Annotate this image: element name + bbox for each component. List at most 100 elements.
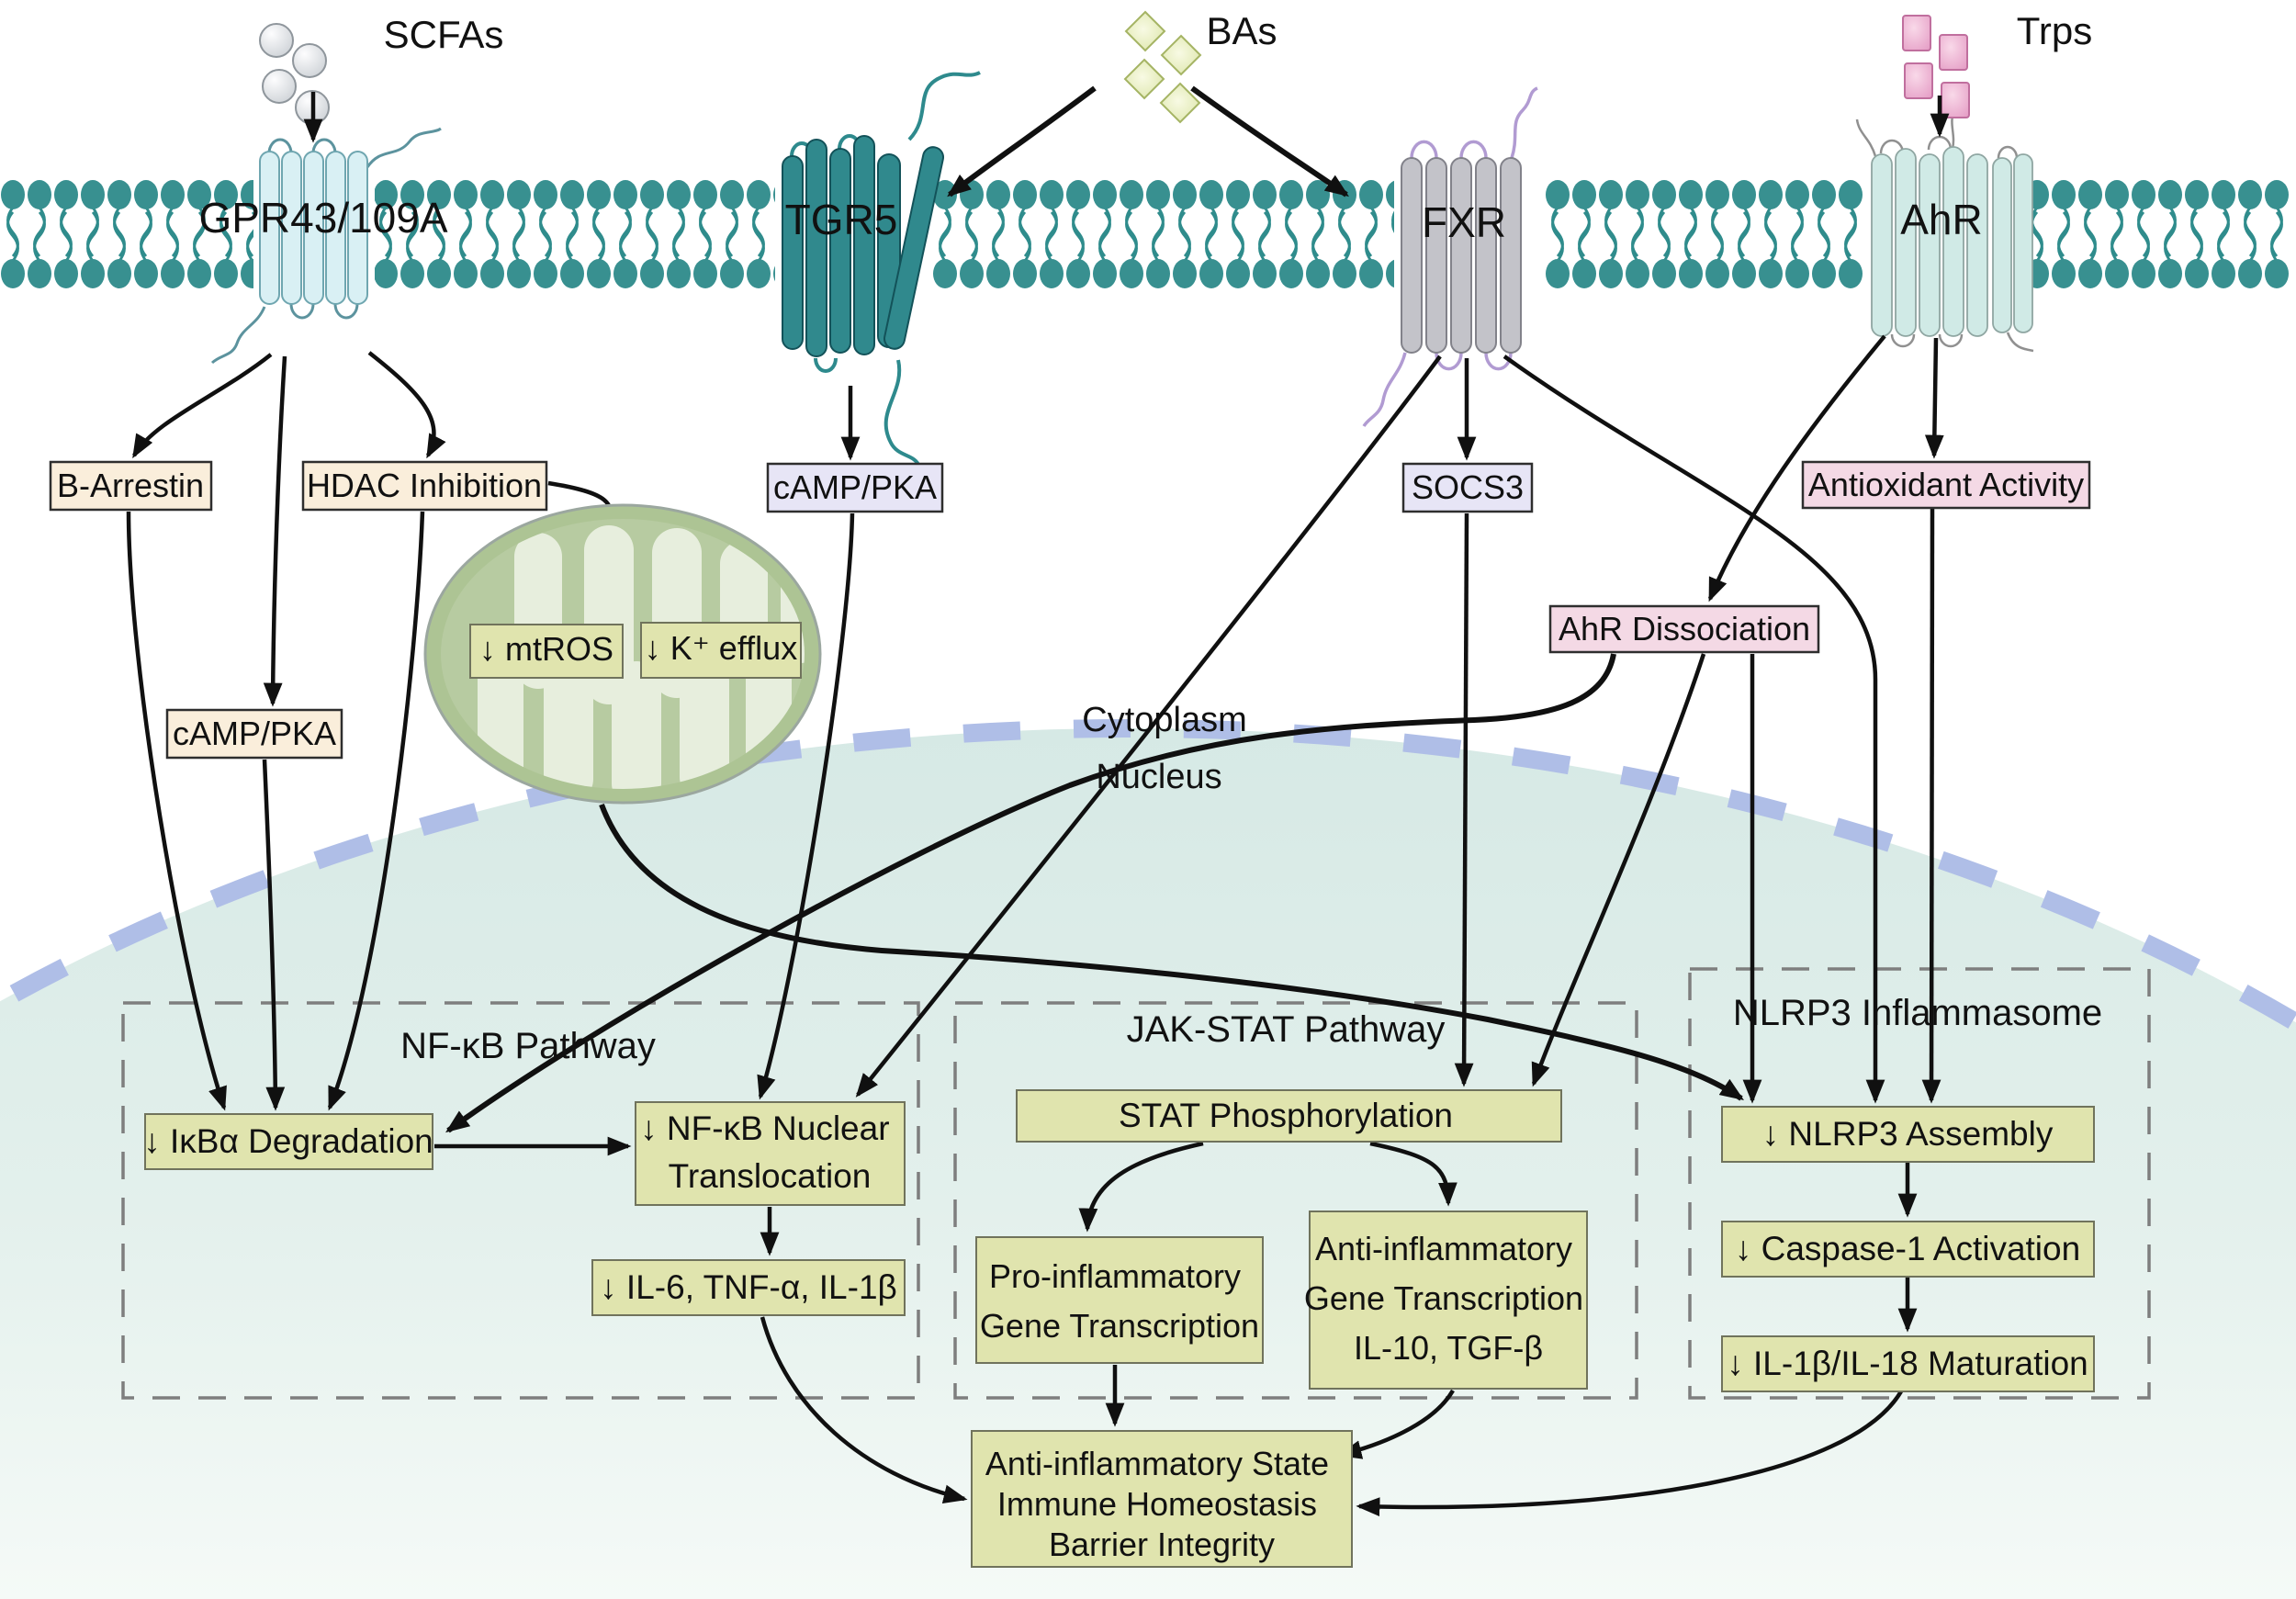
ligand-label-bas: BAs [1206, 9, 1277, 52]
nlrp3-pathway-frame [1688, 967, 2151, 1400]
trp-molecule-icon [1904, 62, 1933, 99]
nfkb-pathway-title: NF-κB Pathway [400, 1026, 656, 1066]
hdac-inhibition-label: HDAC Inhibition [307, 467, 542, 504]
scfa-molecule-icon [259, 23, 294, 58]
mitochondria: ↓ mtROS ↓ K⁺ efflux [423, 503, 822, 805]
ba-molecule-icon [1123, 58, 1165, 100]
edge-gpr43-camp [263, 355, 287, 707]
antioxidant-activity-label: Antioxidant Activity [1808, 466, 2084, 503]
b-arrestin-box [49, 460, 213, 512]
kefflux-box [640, 622, 802, 679]
edge-socs3-stat [1454, 512, 1474, 1087]
final-outcome-line1: Anti-inflammatory State [985, 1445, 1329, 1482]
receptor-ahr: AhR [1855, 107, 2034, 353]
edge-mitochondria-nlrp3 [599, 803, 1745, 1101]
edge-ahr-ahrdissociation [1707, 334, 1886, 602]
receptor-label-gpr43: GPR43/109A [198, 194, 447, 242]
ikba-degradation-box [144, 1113, 433, 1170]
edge-hdac-ikba [327, 511, 425, 1111]
caspase1-activation-label: ↓ Caspase-1 Activation [1735, 1230, 2080, 1267]
ahr-dissociation-box [1548, 604, 1820, 654]
edge-bas-tgr5 [947, 85, 1097, 197]
nlrp3-assembly-label: ↓ NLRP3 Assembly [1762, 1115, 2054, 1153]
final-outcome-box [971, 1430, 1353, 1568]
edge-bas-fxr [1190, 85, 1349, 197]
edge-stat-proinflammatory [1078, 1141, 1204, 1233]
cytoplasm-label: Cytoplasm [1082, 701, 1247, 739]
edge-ahrdissociation-stat [1531, 653, 1706, 1087]
antiinflammatory-box [1309, 1211, 1588, 1390]
final-outcome-label: Anti-inflammatory State Immune Homeostas… [985, 1445, 1338, 1563]
ba-molecule-icon [1124, 10, 1166, 52]
socs3-label: SOCS3 [1412, 468, 1524, 506]
trp-molecule-icon [1939, 34, 1968, 71]
hdac-inhibition-box [301, 460, 548, 512]
edge-barrestin-ikba [126, 511, 227, 1111]
camp-pka-left-box [165, 708, 343, 760]
b-arrestin-label: B-Arrestin [57, 467, 204, 504]
nfkb-nuclear-box [635, 1101, 906, 1206]
receptor-tgr5: TGR5 [782, 71, 981, 467]
edge-il18-final [1356, 1390, 1903, 1517]
il6-tnfa-il1b-box [591, 1259, 906, 1316]
proinflammatory-box [975, 1236, 1264, 1364]
ba-molecule-icon [1160, 34, 1202, 76]
receptor-label-tgr5: TGR5 [785, 196, 898, 243]
nfkb-pathway-frame [121, 1001, 920, 1400]
edge-stat-antiinflammatory [1369, 1141, 1458, 1207]
il1b-il18-maturation-box [1721, 1335, 2095, 1392]
ikba-degradation-label: ↓ IκBα Degradation [143, 1122, 433, 1160]
scfa-molecule-icon [262, 69, 297, 104]
stat-phosphorylation-box [1016, 1089, 1562, 1143]
edge-camp-nfkb-nuclear [757, 512, 855, 1100]
ba-molecule-icon [1159, 82, 1201, 124]
proinflammatory-line2: Gene Transcription [980, 1307, 1259, 1345]
ligand-scfas: SCFAs [259, 13, 504, 125]
edge-antiinflammatory-final [1337, 1389, 1455, 1459]
trp-molecule-icon [1941, 82, 1970, 118]
nlrp3-assembly-box [1721, 1106, 2095, 1163]
jak-stat-pathway-frame [953, 1001, 1638, 1400]
edge-fxr-nfkb-nuclear [855, 355, 1442, 1098]
receptor-fxr: FXR [1362, 86, 1538, 428]
mtros-label: ↓ mtROS [479, 630, 613, 668]
edge-gpr43-barrestin [132, 353, 273, 459]
edge-camp-ikba [262, 759, 286, 1111]
edge-gpr43-hdac [367, 351, 446, 459]
edges [126, 85, 1950, 1517]
socs3-box [1401, 462, 1534, 513]
nfkb-nuclear-line2: Translocation [669, 1157, 872, 1195]
nfkb-nuclear-line1: ↓ NF-κB Nuclear [640, 1109, 889, 1147]
signal-boxes: B-Arrestin HDAC Inhibition cAMP/PKA cAMP… [49, 460, 2095, 1568]
ahr-dissociation-label: AhR Dissociation [1559, 610, 1810, 647]
camp-pka-tgr5-label: cAMP/PKA [773, 468, 937, 506]
ligand-bas: BAs [1123, 9, 1277, 124]
final-outcome-line2: Immune Homeostasis [997, 1485, 1317, 1523]
antiinflammatory-line2: Gene Transcription [1304, 1279, 1583, 1317]
ligand-trps: Trps [1902, 9, 2092, 118]
receptor-gpr43-109a: GPR43/109A [198, 127, 448, 365]
scfa-molecule-icon [292, 43, 327, 78]
edge-il6-final [760, 1316, 968, 1503]
antioxidant-activity-box [1801, 460, 2091, 510]
stat-phosphorylation-label: STAT Phosphorylation [1119, 1097, 1453, 1134]
nfkb-nuclear-label: ↓ NF-κB Nuclear Translocation [640, 1109, 899, 1195]
final-outcome-line3: Barrier Integrity [1049, 1526, 1275, 1563]
receptor-label-ahr: AhR [1900, 196, 1982, 243]
mtros-box [469, 624, 624, 679]
ligand-label-scfas: SCFAs [384, 13, 504, 56]
edge-ahrdissociation-ikba [445, 653, 1616, 1133]
antiinflammatory-label: Anti-inflammatory Gene Transcription IL-… [1304, 1230, 1593, 1367]
nlrp3-pathway-title: NLRP3 Inflammasome [1733, 993, 2102, 1033]
il1b-il18-maturation-label: ↓ IL-1β/IL-18 Maturation [1727, 1345, 2088, 1382]
edge-fxr-nlrp3 [1503, 355, 1885, 1104]
nucleus-label: Nucleus [1096, 758, 1221, 796]
trp-molecule-icon [1902, 15, 1931, 51]
il6-tnfa-il1b-label: ↓ IL-6, TNF-α, IL-1β [600, 1268, 897, 1306]
proinflammatory-line1: Pro-inflammatory [989, 1257, 1241, 1295]
antiinflammatory-line3: IL-10, TGF-β [1354, 1329, 1543, 1367]
jak-stat-pathway-title: JAK-STAT Pathway [1127, 1009, 1446, 1050]
receptor-label-fxr: FXR [1422, 198, 1506, 246]
